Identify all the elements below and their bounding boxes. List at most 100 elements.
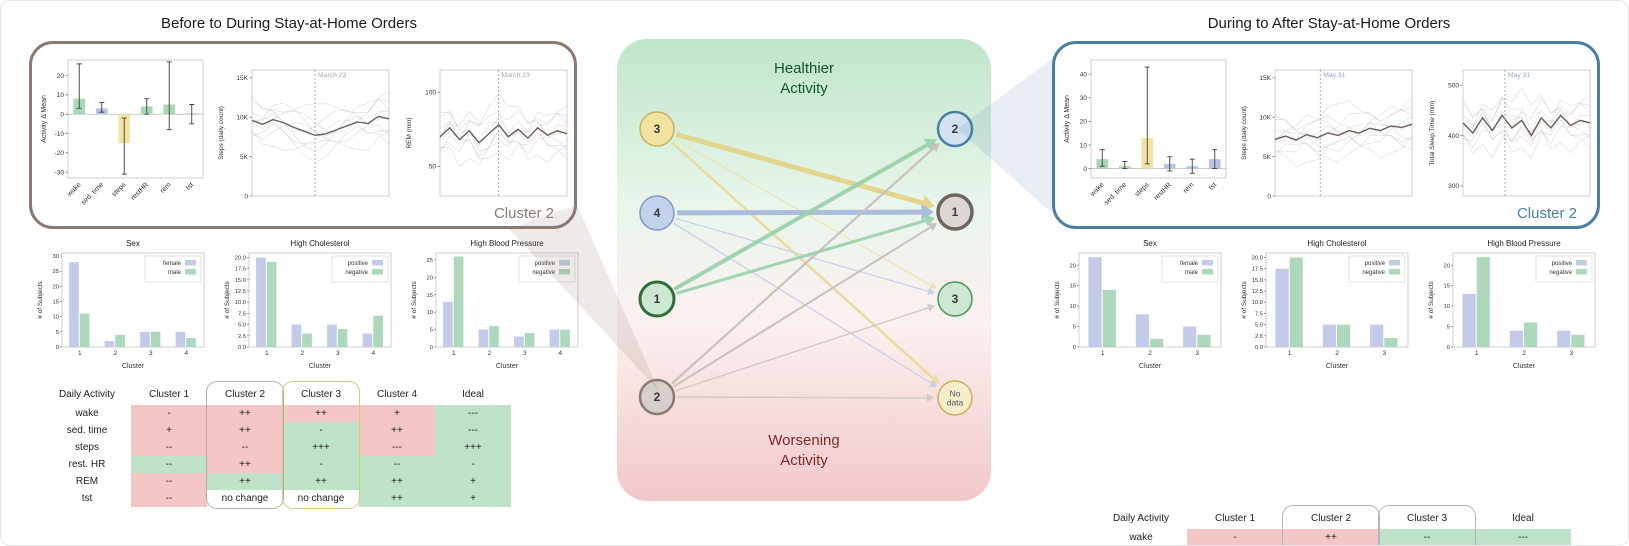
- table-cell: ++: [359, 490, 435, 507]
- svg-text:wake: wake: [1088, 181, 1105, 198]
- svg-text:High Blood Pressure: High Blood Pressure: [470, 239, 544, 248]
- svg-text:Steps (daily count): Steps (daily count): [218, 106, 225, 160]
- svg-text:20: 20: [1444, 263, 1450, 269]
- svg-text:4: 4: [654, 206, 661, 220]
- svg-text:2: 2: [1335, 350, 1339, 357]
- svg-text:5K: 5K: [240, 154, 249, 161]
- svg-text:0: 0: [1267, 193, 1271, 200]
- svg-text:REM (min): REM (min): [406, 117, 413, 148]
- table-header-cell: Cluster 3: [300, 388, 341, 400]
- svg-text:20: 20: [57, 73, 65, 80]
- svg-text:sed. time: sed. time: [1103, 181, 1128, 206]
- table-cell: -: [283, 422, 359, 439]
- table-cell: ++: [207, 422, 283, 439]
- table-cell: --: [359, 456, 435, 473]
- svg-text:7.5: 7.5: [1255, 311, 1263, 317]
- svg-text:100: 100: [425, 90, 436, 97]
- svg-text:High Blood Pressure: High Blood Pressure: [1487, 239, 1561, 248]
- svg-text:1: 1: [265, 350, 269, 357]
- svg-text:# of Subjects: # of Subjects: [1054, 280, 1061, 318]
- svg-text:50: 50: [429, 164, 437, 171]
- svg-text:steps: steps: [1134, 181, 1151, 198]
- svg-text:1: 1: [654, 292, 661, 306]
- table-cell: -: [1187, 529, 1283, 545]
- table-cell: --: [131, 490, 207, 507]
- healthier-activity-label: Healthier Activity: [617, 59, 991, 98]
- svg-text:15: 15: [1444, 284, 1450, 290]
- table-cell: --: [131, 456, 207, 473]
- svg-text:Total Sleep Time (min): Total Sleep Time (min): [1429, 101, 1436, 166]
- svg-text:# of Subjects: # of Subjects: [1241, 280, 1248, 318]
- svg-text:25: 25: [427, 258, 433, 264]
- svg-text:15.0: 15.0: [235, 278, 246, 284]
- svg-text:Activity Δ Mean: Activity Δ Mean: [1064, 95, 1071, 143]
- table-cell: --: [1379, 529, 1475, 545]
- svg-text:3: 3: [1383, 350, 1387, 357]
- svg-text:High Cholesterol: High Cholesterol: [1307, 239, 1366, 248]
- table-header-cell: Ideal: [1512, 512, 1534, 524]
- table-cell: ---: [435, 422, 511, 439]
- svg-text:1: 1: [952, 205, 959, 219]
- table-cell: +++: [283, 439, 359, 456]
- worsening-label-line2: Activity: [780, 451, 828, 469]
- table-row-label: sed. time: [43, 422, 131, 439]
- svg-text:5.0: 5.0: [238, 323, 246, 329]
- svg-text:0: 0: [56, 345, 59, 351]
- svg-text:1: 1: [1475, 350, 1479, 357]
- svg-text:2: 2: [487, 350, 491, 357]
- svg-text:15K: 15K: [236, 75, 248, 82]
- table-row-label: REM: [43, 473, 131, 490]
- table-header-cell: Ideal: [462, 388, 484, 400]
- svg-text:25: 25: [53, 269, 59, 275]
- svg-text:10: 10: [427, 310, 433, 316]
- table-header-cell: Daily Activity: [58, 388, 116, 400]
- table-cell: ++: [1283, 529, 1379, 545]
- svg-text:10.0: 10.0: [235, 300, 246, 306]
- svg-text:female: female: [1180, 261, 1199, 267]
- table-cell: +: [435, 490, 511, 507]
- svg-text:3: 3: [149, 350, 153, 357]
- svg-text:restHR: restHR: [130, 181, 150, 201]
- table-cell: --: [207, 439, 283, 456]
- svg-text:positive: positive: [1552, 261, 1573, 267]
- svg-text:0: 0: [1447, 345, 1450, 351]
- svg-text:Cluster: Cluster: [1513, 363, 1536, 370]
- healthier-label-line2: Activity: [780, 79, 828, 97]
- svg-text:0.0: 0.0: [1255, 345, 1263, 351]
- svg-text:4: 4: [558, 350, 562, 357]
- svg-text:2: 2: [1522, 350, 1526, 357]
- svg-text:20.0: 20.0: [1252, 255, 1263, 261]
- svg-text:3: 3: [654, 122, 661, 136]
- worsening-label-line1: Worsening: [768, 432, 840, 449]
- svg-text:steps: steps: [111, 181, 128, 198]
- table-header-cell: Cluster 2: [224, 388, 265, 400]
- svg-text:-10: -10: [55, 131, 65, 138]
- table-header-cell: Cluster 4: [376, 388, 417, 400]
- table-cell: --: [131, 439, 207, 456]
- svg-text:20: 20: [1070, 263, 1076, 269]
- table-cell: --: [131, 473, 207, 490]
- table-cell: ---: [435, 405, 511, 422]
- svg-text:0: 0: [244, 193, 248, 200]
- svg-text:No: No: [950, 389, 961, 399]
- healthier-label-line1: Healthier: [773, 60, 835, 77]
- svg-text:5: 5: [430, 328, 433, 334]
- worsening-activity-label: Worsening Activity: [617, 431, 991, 470]
- svg-text:Sex: Sex: [1143, 239, 1157, 248]
- table-header-cell: Cluster 1: [1214, 512, 1255, 524]
- svg-text:female: female: [163, 261, 182, 267]
